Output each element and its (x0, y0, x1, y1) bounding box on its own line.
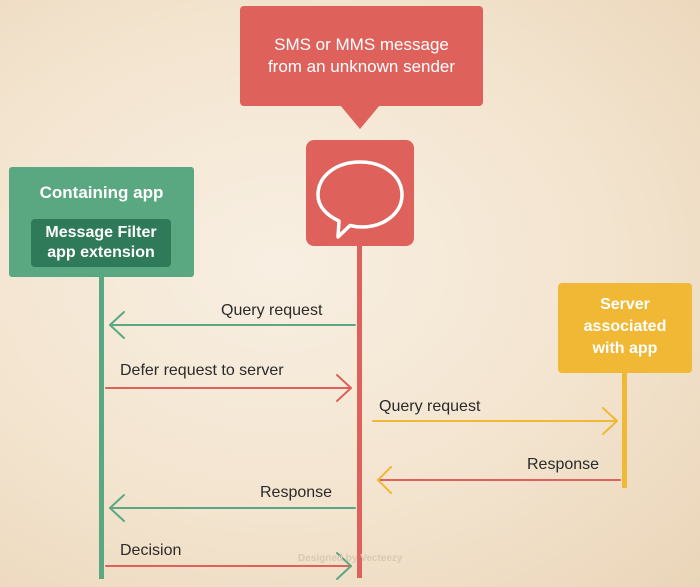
label-response-1: Response (527, 456, 600, 473)
label-response-2: Response (260, 484, 333, 501)
watermark: Designed by Vecteezy (298, 553, 403, 564)
containing-app-title: Containing app (39, 183, 164, 202)
containing-app-lifeline (99, 277, 104, 579)
arrow-response-to-app (109, 494, 356, 522)
speech-bubble-icon (316, 160, 404, 239)
label-defer-request: Defer request to server (120, 362, 284, 379)
incoming-message-line1: SMS or MMS message (274, 35, 449, 54)
server-line3: with app (592, 340, 658, 357)
extension-line2: app extension (47, 244, 155, 261)
label-query-request-2: Query request (379, 398, 481, 415)
server-node: Server associated with app (558, 283, 692, 373)
arrow-decision (105, 552, 352, 580)
server-lifeline (622, 373, 627, 488)
arrow-query-request-to-server (372, 407, 618, 435)
messages-app-node (306, 140, 414, 246)
containing-app-node: Containing app Message Filter app extens… (9, 167, 194, 277)
incoming-message-line2: from an unknown sender (267, 57, 456, 76)
label-decision: Decision (120, 542, 182, 559)
arrow-response-from-server (377, 466, 621, 494)
arrow-defer-request (105, 374, 352, 402)
arrow-query-request-to-app (109, 311, 356, 339)
server-line1: Server (600, 296, 650, 313)
callout-pointer (340, 105, 380, 129)
message-filter-extension-node: Message Filter app extension (31, 219, 171, 267)
server-line2: associated (583, 318, 667, 335)
label-query-request-1: Query request (221, 302, 323, 319)
incoming-message-callout: SMS or MMS message from an unknown sende… (240, 6, 483, 106)
messages-lifeline (357, 246, 362, 578)
extension-line1: Message Filter (45, 224, 157, 241)
